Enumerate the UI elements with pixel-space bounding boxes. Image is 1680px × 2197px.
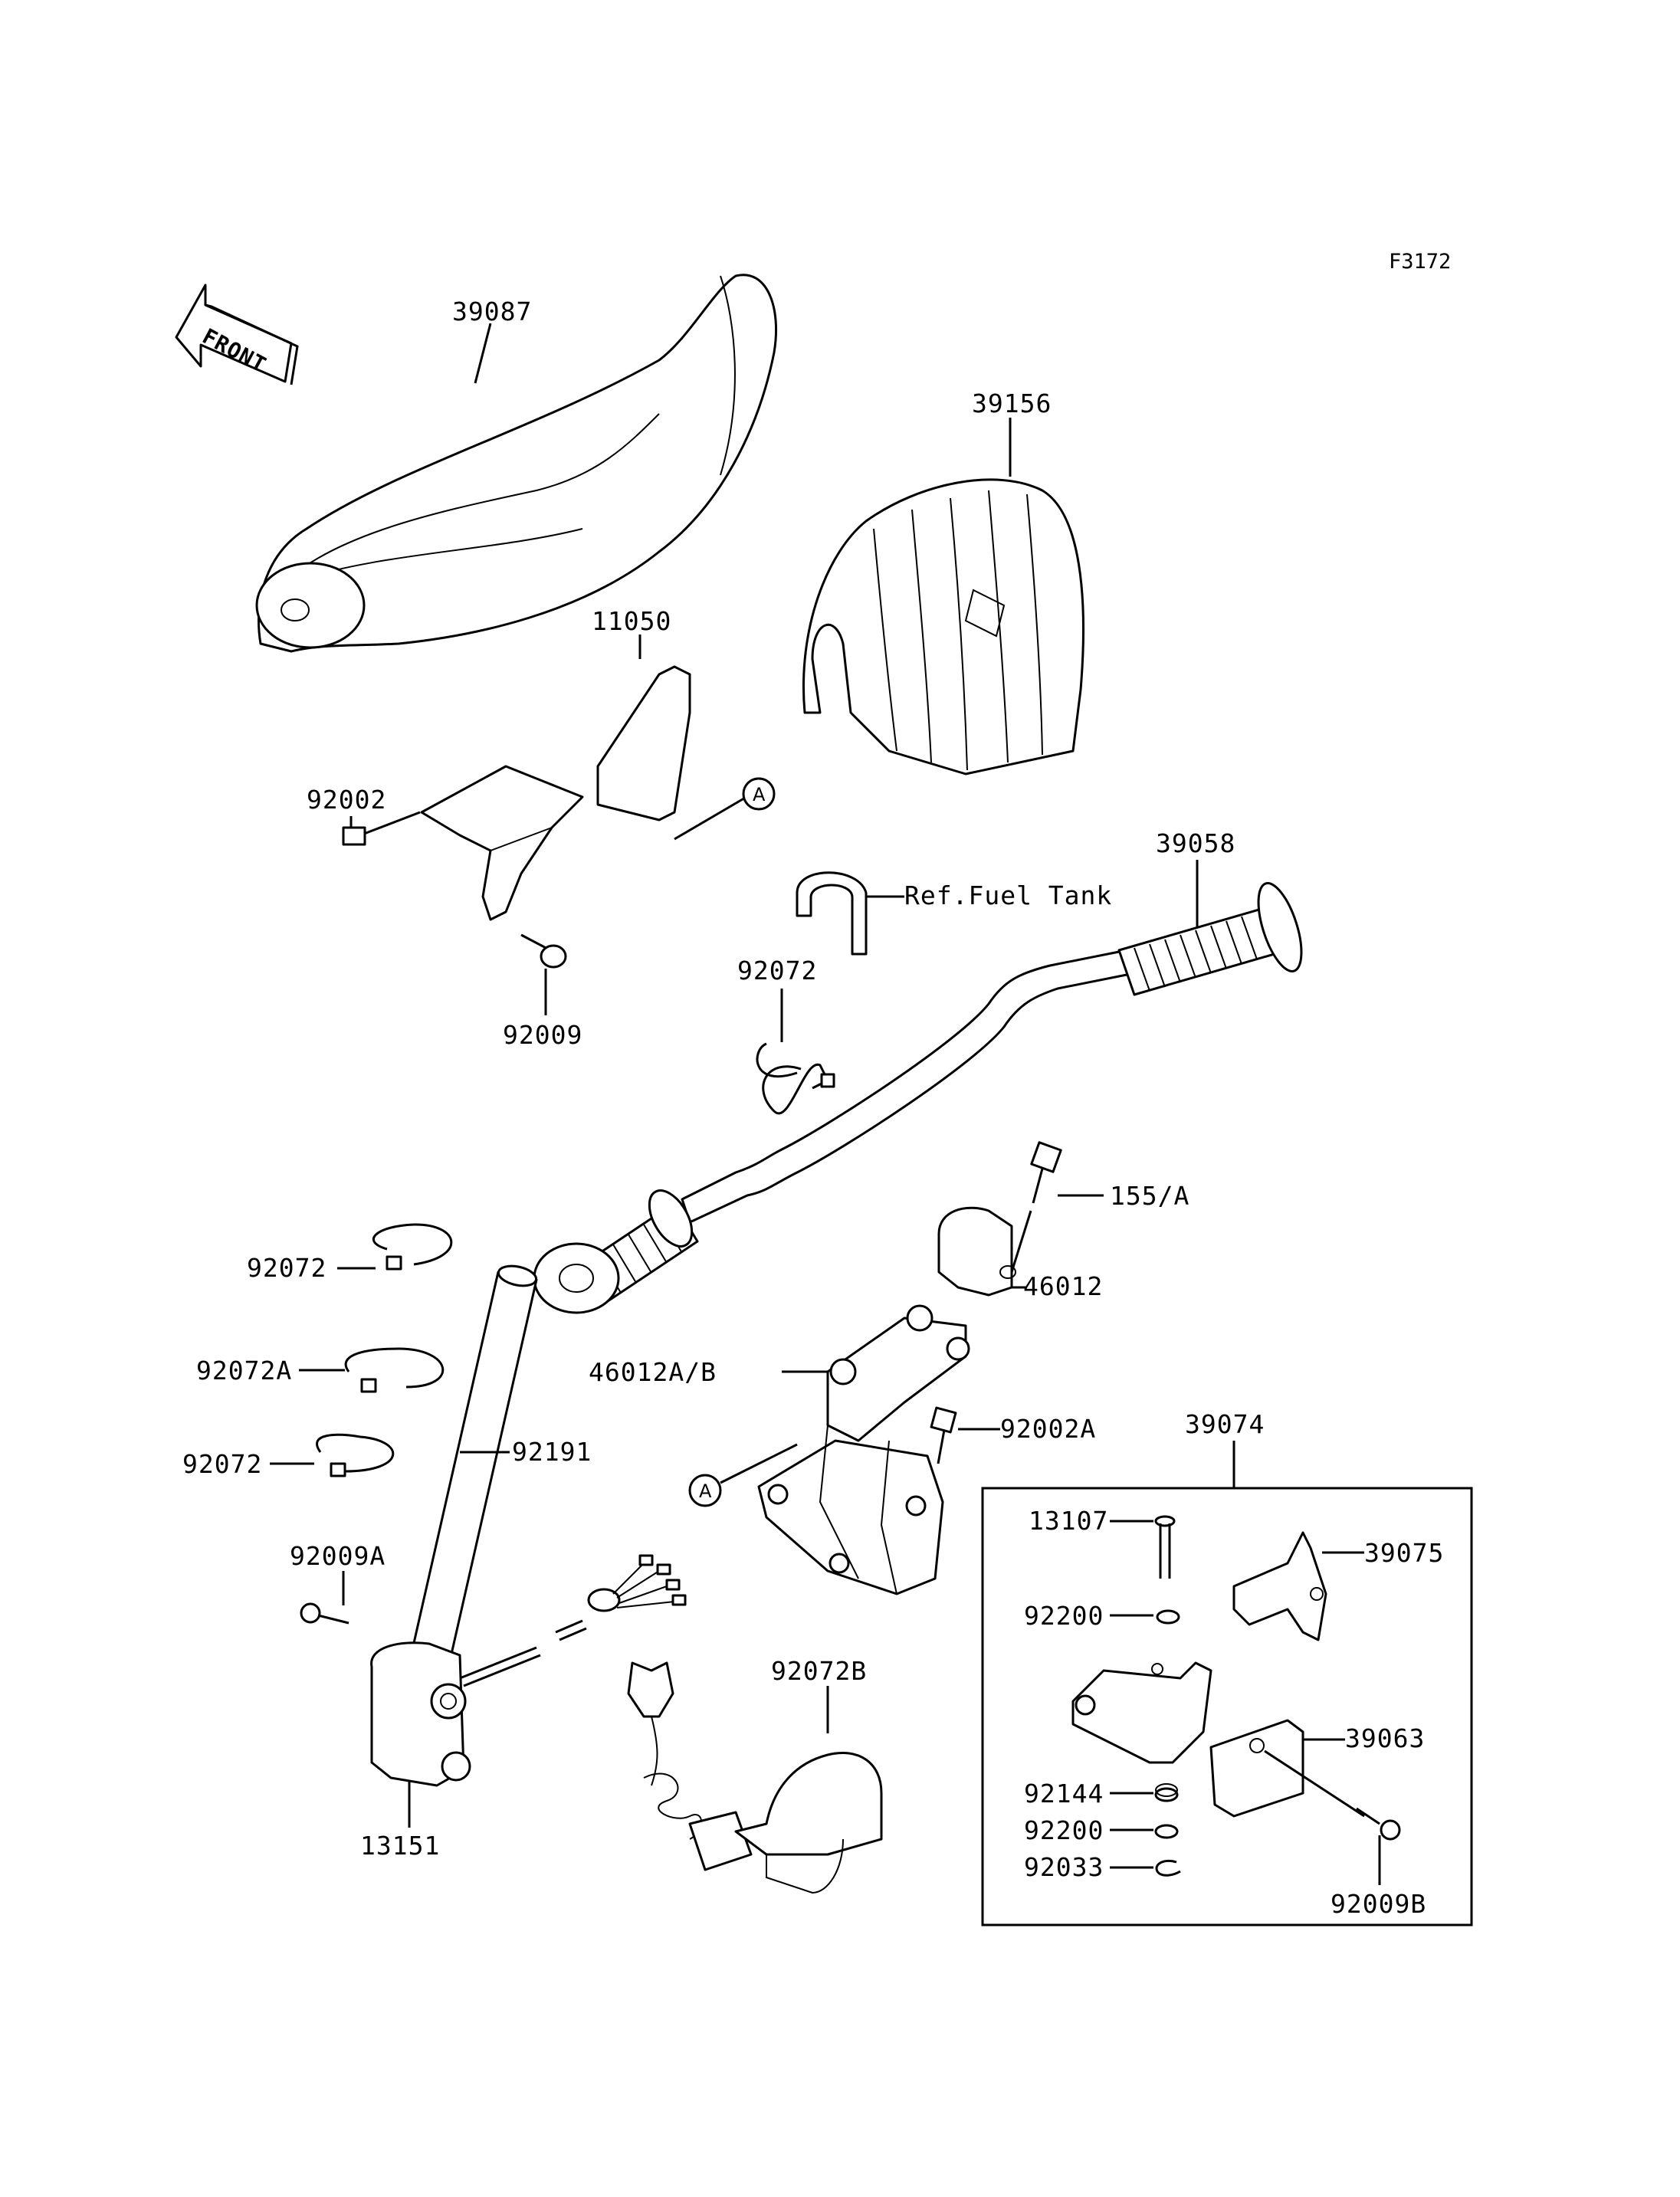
callout-39063: 39063 bbox=[1345, 1723, 1425, 1753]
pin-13107-part bbox=[1154, 1515, 1176, 1579]
callout-92009b: 92009B bbox=[1331, 1889, 1426, 1919]
callout-11050: 11050 bbox=[592, 606, 671, 636]
washer-92200-a-part bbox=[1156, 1609, 1180, 1625]
band-92072-left-lower-part bbox=[316, 1433, 395, 1477]
callout-92072b: 92072B bbox=[771, 1656, 867, 1686]
svg-text:A: A bbox=[753, 784, 766, 805]
handlebar-holder-part bbox=[757, 1304, 970, 1595]
callout-92200-a: 92200 bbox=[1024, 1601, 1104, 1631]
cover-part bbox=[802, 478, 1084, 776]
bolt-92009a-part bbox=[300, 1602, 349, 1625]
bolt-92002-part bbox=[342, 811, 421, 846]
ref-fuel-tank-note: Ref.Fuel Tank bbox=[904, 880, 1112, 910]
callout-155a: 155/A bbox=[1110, 1181, 1189, 1211]
figure-code: F3172 bbox=[1389, 250, 1451, 274]
circlip-92033-part bbox=[1155, 1859, 1181, 1877]
callout-92144: 92144 bbox=[1024, 1779, 1104, 1808]
callout-39074: 39074 bbox=[1185, 1409, 1265, 1439]
bolt-155a-part bbox=[1030, 1141, 1062, 1204]
callout-92200-b: 92200 bbox=[1024, 1815, 1104, 1845]
clamp-cap-46012-part bbox=[937, 1206, 1016, 1297]
switch-13151-part bbox=[370, 1554, 687, 1787]
callout-92009: 92009 bbox=[503, 1020, 582, 1050]
tube-92191-part bbox=[401, 1264, 538, 1703]
screw-92009b-part bbox=[1264, 1749, 1401, 1841]
callout-39087: 39087 bbox=[452, 297, 532, 326]
callout-92191: 92191 bbox=[512, 1437, 592, 1467]
front-arrow-icon: FRONT bbox=[175, 284, 299, 385]
callout-13151: 13151 bbox=[360, 1831, 440, 1861]
callout-39156: 39156 bbox=[972, 389, 1052, 418]
callout-92002: 92002 bbox=[307, 785, 386, 815]
spring-92144-part bbox=[1154, 1783, 1179, 1802]
cap-39063-part bbox=[1209, 1719, 1304, 1818]
hose-clip-part bbox=[796, 871, 868, 956]
throttle-body-part bbox=[1071, 1661, 1212, 1764]
washer-92200-b-part bbox=[1154, 1824, 1179, 1839]
callout-92072-b: 92072 bbox=[182, 1449, 262, 1479]
lever-39075-part bbox=[1232, 1531, 1327, 1641]
ref-marker-a-1: A bbox=[742, 777, 776, 811]
callout-92002a: 92002A bbox=[1000, 1414, 1096, 1444]
band-92072-left-upper-part bbox=[372, 1223, 453, 1271]
callout-39058: 39058 bbox=[1156, 828, 1235, 858]
band-92072a-part bbox=[344, 1347, 444, 1393]
callout-46012ab: 46012A/B bbox=[589, 1357, 717, 1387]
callout-92033: 92033 bbox=[1024, 1852, 1104, 1882]
lanyard-92072b-part bbox=[627, 1661, 883, 1894]
callout-46012: 46012 bbox=[1023, 1271, 1103, 1301]
bolt-92009-part bbox=[520, 933, 567, 969]
callout-39075: 39075 bbox=[1364, 1538, 1444, 1568]
callout-92072-top: 92072 bbox=[737, 956, 817, 985]
handlebar-part bbox=[533, 882, 1303, 1314]
callout-92072a: 92072A bbox=[196, 1356, 292, 1385]
ref-marker-a-2: A bbox=[688, 1474, 722, 1507]
band-92072-top-part bbox=[756, 1042, 835, 1115]
assembly-39074-box bbox=[981, 1487, 1473, 1926]
callout-92072-a: 92072 bbox=[247, 1253, 326, 1283]
seat-part bbox=[255, 274, 778, 653]
callout-13107: 13107 bbox=[1029, 1506, 1108, 1536]
svg-text:A: A bbox=[699, 1481, 712, 1502]
bolt-92002a-part bbox=[930, 1406, 957, 1464]
bracket-part bbox=[420, 665, 691, 921]
callout-92009a: 92009A bbox=[290, 1541, 386, 1571]
